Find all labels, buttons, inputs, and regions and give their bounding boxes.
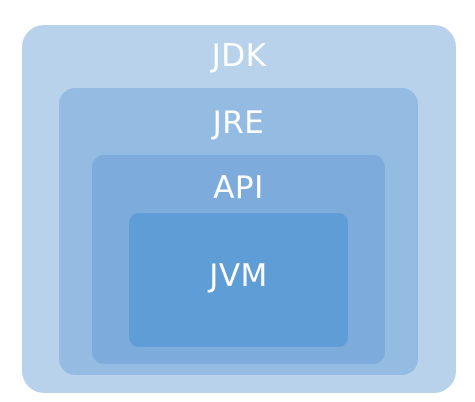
jre-label: JRE xyxy=(212,105,265,141)
jvm-box: JVM xyxy=(129,213,348,347)
jvm-label: JVM xyxy=(209,258,268,294)
jdk-label: JDK xyxy=(211,38,267,74)
api-label: API xyxy=(213,170,264,206)
